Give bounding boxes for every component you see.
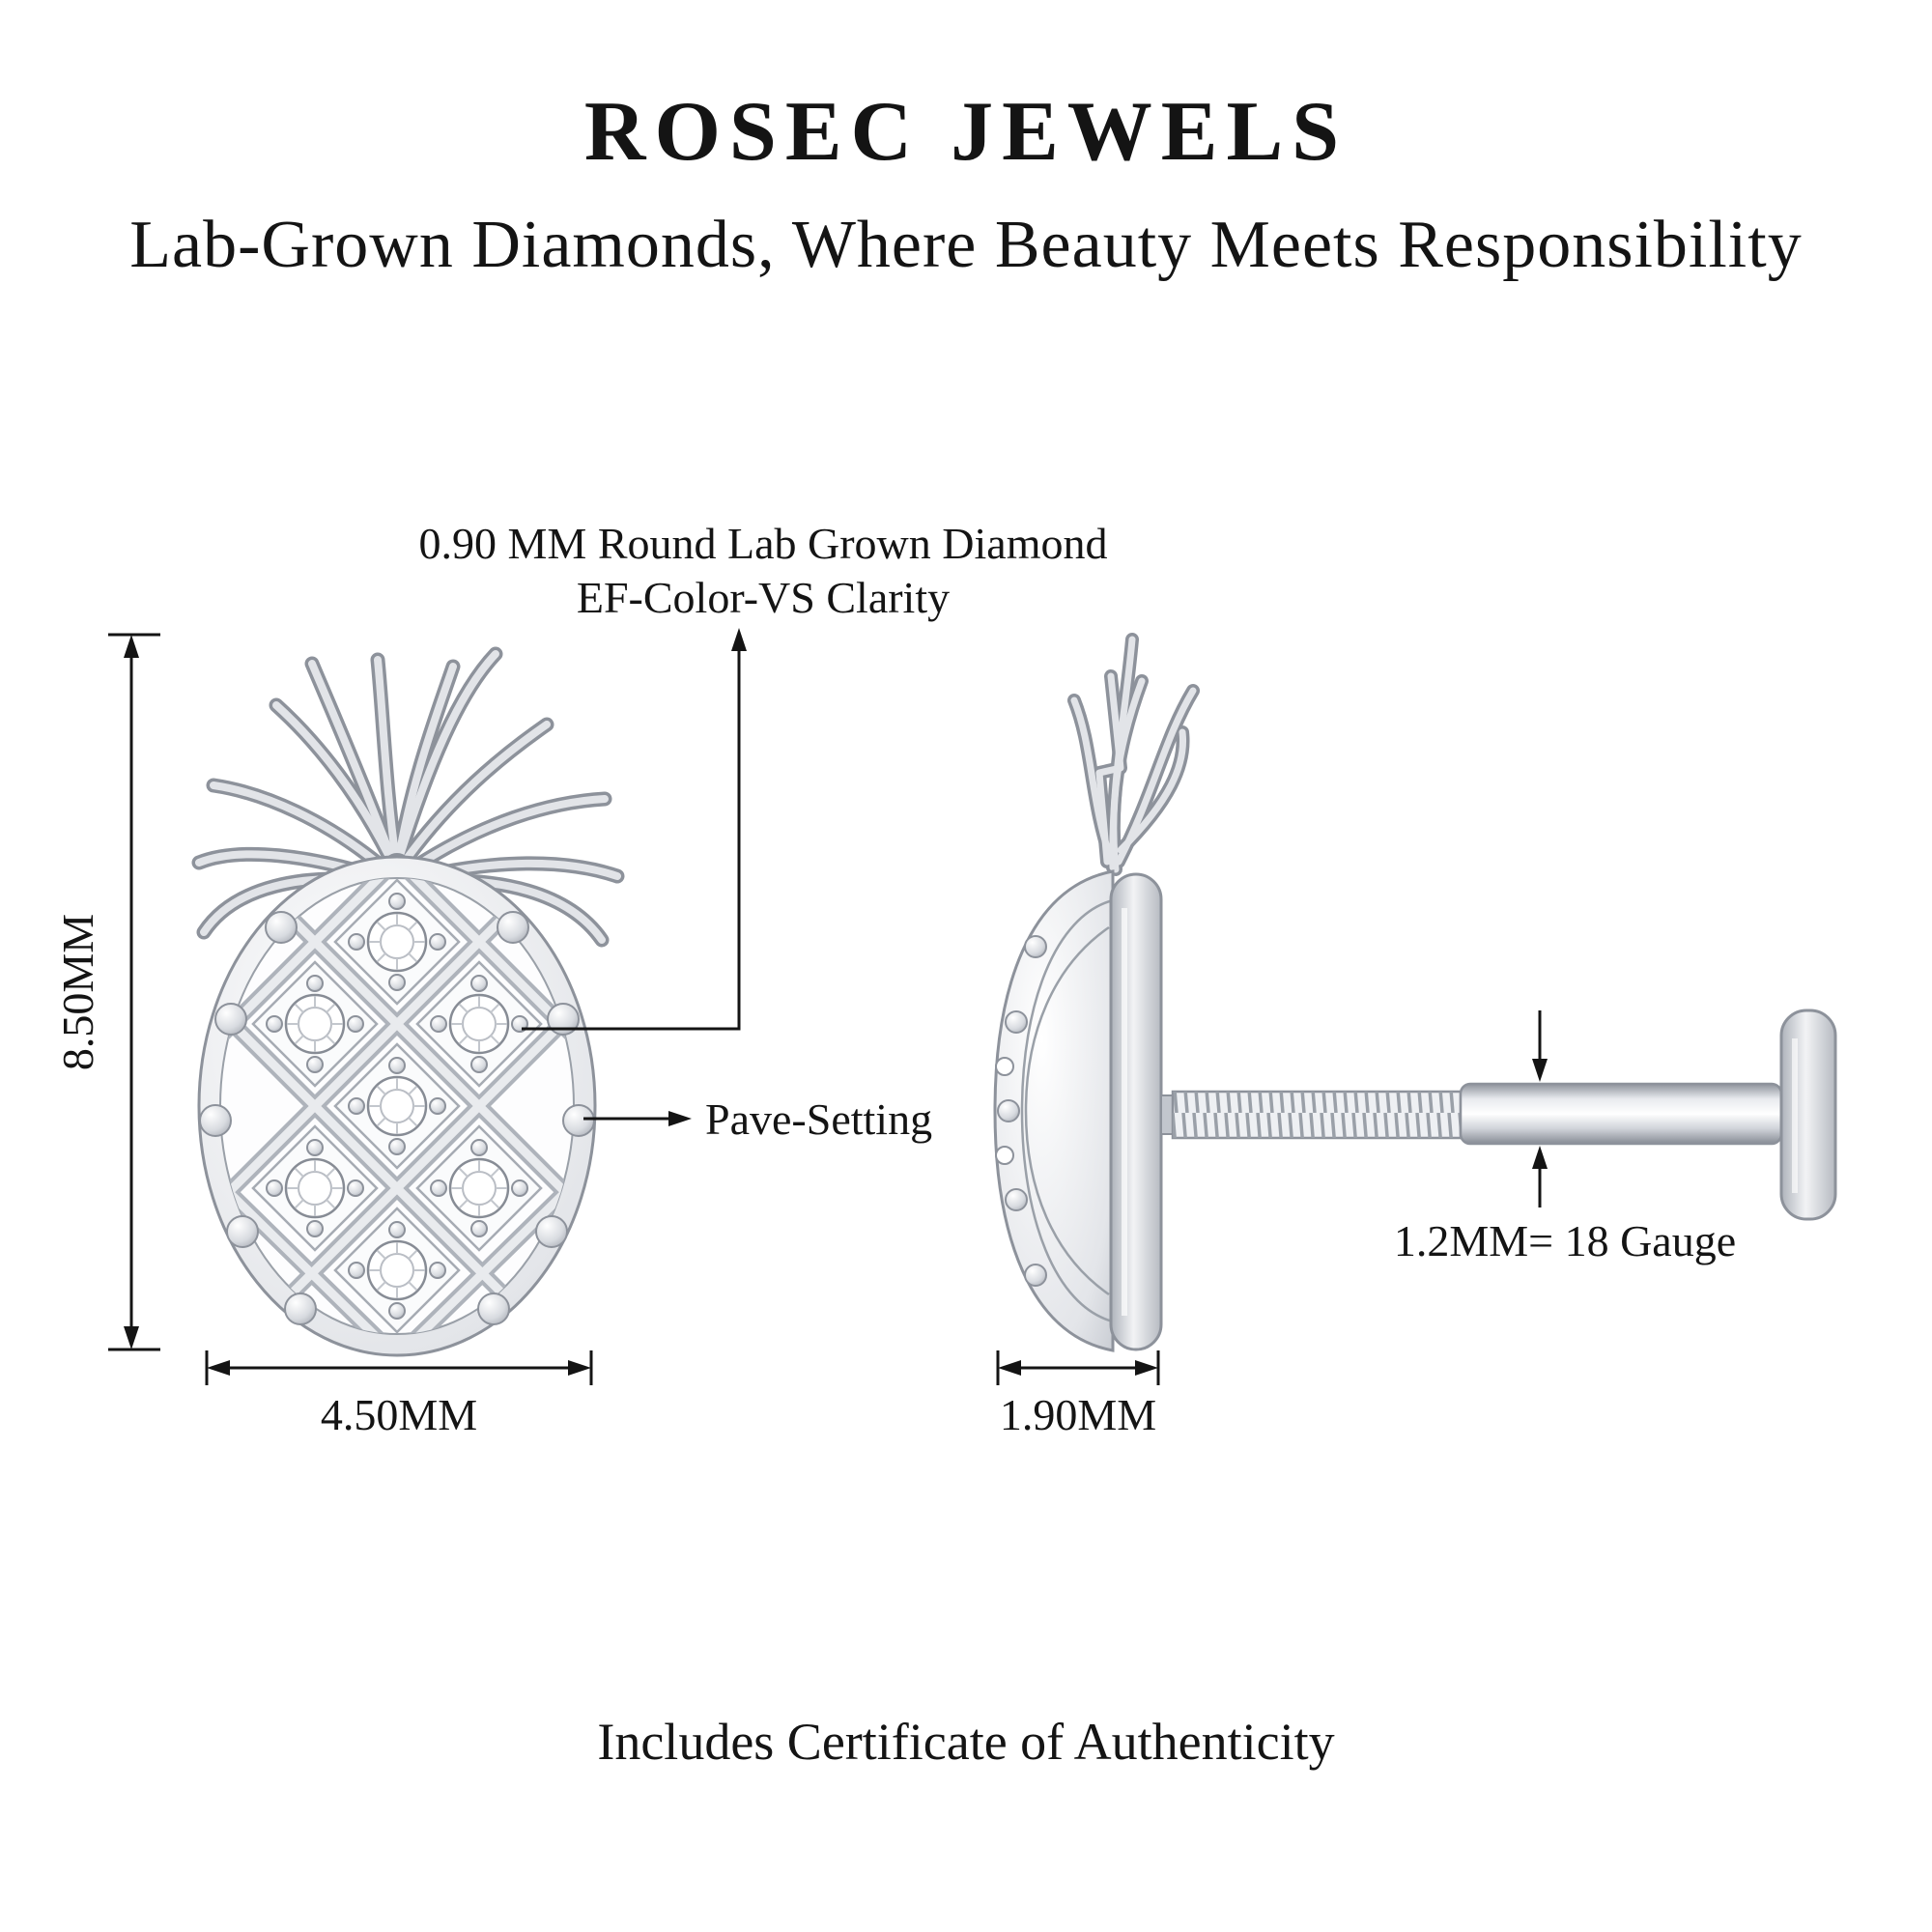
arrow-left-icon (998, 1360, 1021, 1376)
diamond-annotation-line1: 0.90 MM Round Lab Grown Diamond (419, 519, 1108, 568)
post-threads (1173, 1092, 1461, 1138)
arrow-up-icon (124, 635, 139, 658)
post-rod (1459, 1082, 1783, 1146)
arrow-down-icon (124, 1326, 139, 1350)
front-view (146, 444, 648, 1357)
diamond-annotation-line2: EF-Color-VS Clarity (577, 573, 950, 622)
arrow-right-icon (668, 1111, 692, 1126)
dimension-height: 8.50MM (53, 633, 160, 1351)
width-dimension-label: 4.50MM (321, 1390, 477, 1439)
arrow-up-icon (731, 628, 747, 651)
annotation-diamond: 0.90 MM Round Lab Grown Diamond EF-Color… (419, 519, 1108, 1031)
dimension-width: 4.50MM (205, 1350, 593, 1439)
annotation-pave: Pave-Setting (583, 1094, 932, 1144)
side-view (993, 639, 1837, 1352)
side-body-contour (1020, 898, 1114, 1323)
side-body (993, 869, 1115, 1352)
arrow-down-icon (1532, 1059, 1548, 1082)
certificate-note: Includes Certificate of Authenticity (597, 1713, 1335, 1771)
depth-dimension-label: 1.90MM (1000, 1390, 1156, 1439)
brand-title: ROSEC JEWELS (583, 85, 1349, 179)
arrow-up-icon (1532, 1146, 1548, 1169)
side-crown (1074, 639, 1193, 869)
side-beads (995, 935, 1047, 1287)
dimension-depth: 1.90MM (996, 1350, 1160, 1439)
labret-disc (1779, 1009, 1837, 1221)
screw-post (1160, 1009, 1837, 1221)
annotation-gauge: 1.2MM= 18 Gauge (1394, 1010, 1736, 1265)
arrow-left-icon (207, 1360, 230, 1376)
brand-subtitle: Lab-Grown Diamonds, Where Beauty Meets R… (129, 208, 1803, 282)
pave-annotation-label: Pave-Setting (705, 1094, 932, 1144)
side-backplate (1109, 872, 1163, 1351)
side-lattice-arc (1024, 925, 1110, 1296)
arrow-right-icon (1135, 1360, 1158, 1376)
height-dimension-label: 8.50MM (53, 914, 102, 1070)
post-stub (1160, 1094, 1174, 1135)
gauge-annotation-label: 1.2MM= 18 Gauge (1394, 1216, 1736, 1265)
arrow-right-icon (568, 1360, 591, 1376)
